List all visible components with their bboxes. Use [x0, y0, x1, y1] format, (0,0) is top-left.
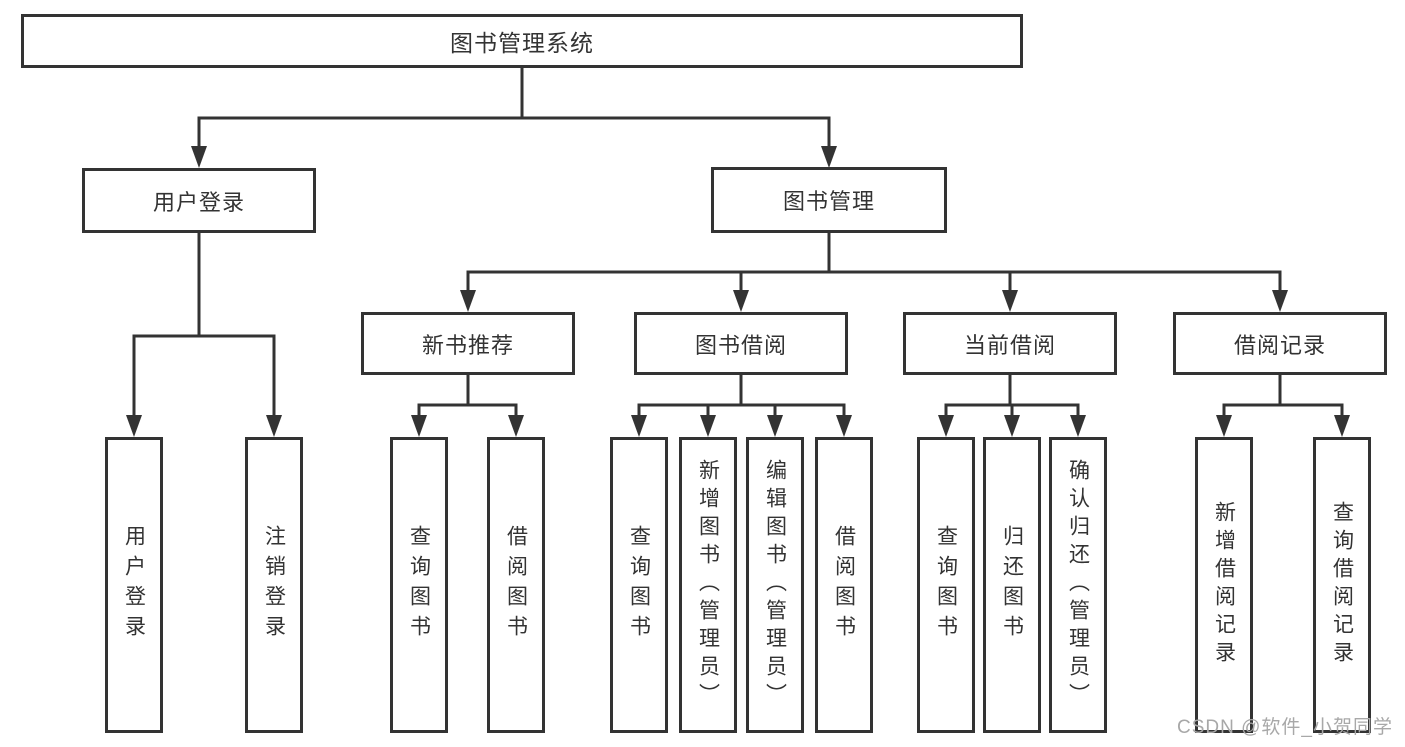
node-book-management: 图书管理 [711, 167, 947, 233]
node-label: 图书借阅 [694, 332, 787, 358]
node-library-management-system: 图书管理系统 [21, 14, 1023, 68]
connector-root-to-level2 [197, 68, 831, 150]
leaf-logout: 注销登录 [245, 437, 303, 733]
leaf-query-borrow-record: 查询借阅记录 [1313, 437, 1371, 733]
node-label: 图书管理系统 [450, 30, 594, 56]
leaf-label: 注销登录 [262, 525, 286, 645]
arrowhead [1002, 290, 1018, 312]
leaf-label: 编辑图书（管理员） [763, 459, 787, 711]
leaf-label: 用户登录 [122, 525, 146, 645]
node-new-book-recommend: 新书推荐 [361, 312, 575, 375]
arrowhead [508, 415, 524, 437]
leaf-label: 查询图书 [407, 525, 431, 645]
leaf-label: 借阅图书 [832, 525, 856, 645]
arrowhead [411, 415, 427, 437]
node-label: 当前借阅 [963, 332, 1056, 358]
arrowhead [836, 415, 852, 437]
arrowhead [1272, 290, 1288, 312]
leaf-add-books-admin: 新增图书（管理员） [679, 437, 737, 733]
leaf-label: 查询图书 [627, 525, 651, 645]
arrowhead [1004, 415, 1020, 437]
leaf-label: 借阅图书 [504, 525, 528, 645]
arrowhead [1216, 415, 1232, 437]
arrowhead [733, 290, 749, 312]
leaf-edit-books-admin: 编辑图书（管理员） [746, 437, 804, 733]
connector-current-borrow-children [944, 375, 1080, 419]
arrowhead [631, 415, 647, 437]
leaf-query-books-current: 查询图书 [917, 437, 975, 733]
leaf-user-login: 用户登录 [105, 437, 163, 733]
leaf-borrow-books-recommend: 借阅图书 [487, 437, 545, 733]
arrowhead [938, 415, 954, 437]
arrowhead [191, 146, 207, 168]
arrowhead [126, 415, 142, 437]
leaf-add-borrow-record: 新增借阅记录 [1195, 437, 1253, 733]
node-book-borrow: 图书借阅 [634, 312, 848, 375]
leaf-query-books-recommend: 查询图书 [390, 437, 448, 733]
arrowhead [1070, 415, 1086, 437]
connector-new-book-recommend-children [417, 375, 518, 419]
leaf-label: 查询借阅记录 [1330, 501, 1354, 669]
leaf-borrow-books: 借阅图书 [815, 437, 873, 733]
leaf-label: 归还图书 [1000, 525, 1024, 645]
node-current-borrow: 当前借阅 [903, 312, 1117, 375]
arrowhead [767, 415, 783, 437]
leaf-query-books-borrow: 查询图书 [610, 437, 668, 733]
arrowheads [126, 146, 1350, 437]
leaf-confirm-return-admin: 确认归还（管理员） [1049, 437, 1107, 733]
node-label: 新书推荐 [421, 332, 514, 358]
node-label: 图书管理 [782, 189, 875, 214]
leaf-label: 确认归还（管理员） [1066, 459, 1090, 711]
leaf-label: 查询图书 [934, 525, 958, 645]
node-user-login: 用户登录 [82, 168, 316, 233]
arrowhead [266, 415, 282, 437]
arrowhead [1334, 415, 1350, 437]
arrowhead [700, 415, 716, 437]
connector-user-login-children [132, 233, 276, 419]
node-label: 借阅记录 [1233, 332, 1326, 358]
csdn-watermark: CSDN @软件_小贺同学 [1177, 717, 1393, 738]
leaf-return-books: 归还图书 [983, 437, 1041, 733]
leaf-label: 新增图书（管理员） [696, 459, 720, 711]
arrowhead [460, 290, 476, 312]
leaf-label: 新增借阅记录 [1212, 501, 1236, 669]
arrowhead [821, 146, 837, 168]
connector-book-management-children [466, 233, 1282, 294]
connector-borrow-records-children [1222, 375, 1344, 419]
connector-book-borrow-children [637, 375, 846, 419]
node-label: 用户登录 [152, 189, 245, 215]
node-borrow-records: 借阅记录 [1173, 312, 1387, 375]
